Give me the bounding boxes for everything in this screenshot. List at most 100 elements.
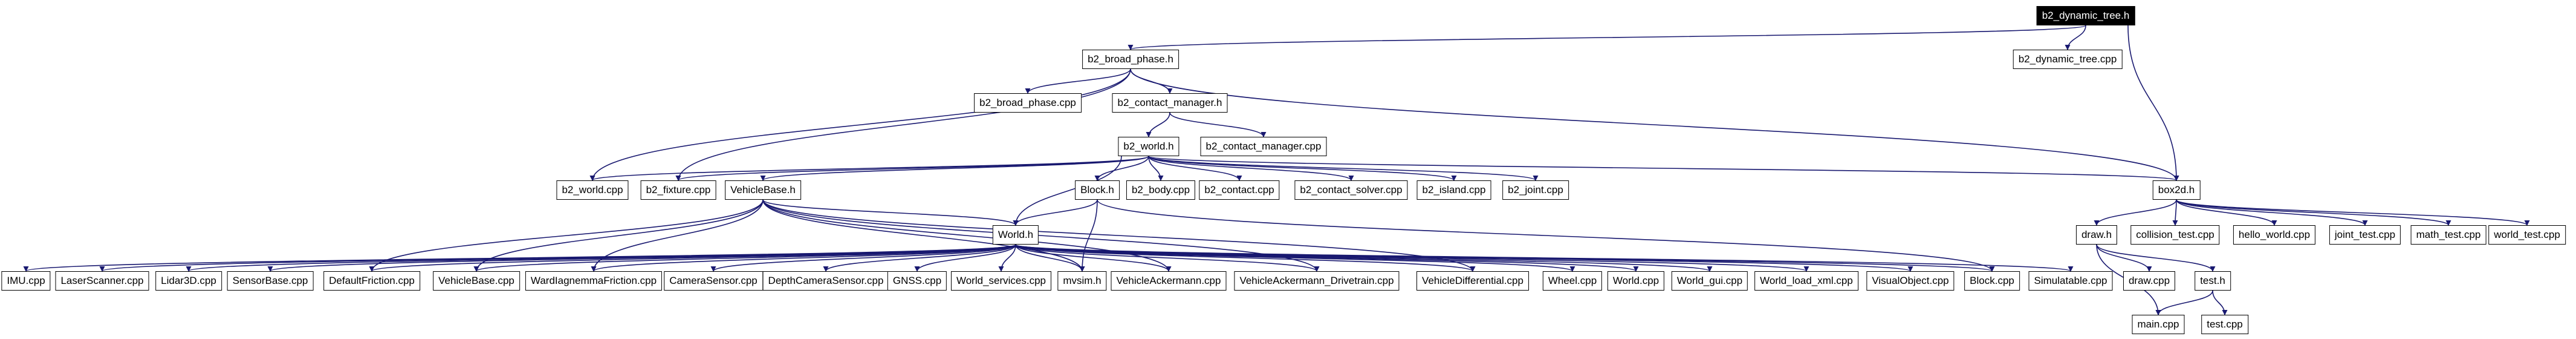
graph-node-wheel-cpp[interactable]: Wheel.cpp	[1542, 271, 1603, 291]
graph-node-b2-contact-manager-h[interactable]: b2_contact_manager.h	[1112, 93, 1228, 113]
include-edge	[591, 199, 764, 272]
graph-node-visualobject-cpp[interactable]: VisualObject.cpp	[1866, 271, 1955, 291]
include-edge	[2212, 290, 2228, 315]
include-edge	[2172, 199, 2178, 226]
include-edge	[1015, 244, 1639, 272]
include-edge	[1169, 112, 1267, 137]
include-edge	[1148, 156, 1164, 181]
graph-node-block-h[interactable]: Block.h	[1075, 180, 1120, 200]
include-edge	[473, 244, 1016, 272]
graph-node-b2-broad-phase-cpp[interactable]: b2_broad_phase.cpp	[974, 93, 1082, 113]
graph-node-depthcamerasensor-cpp[interactable]: DepthCameraSensor.cpp	[762, 271, 889, 291]
graph-node-vehicledifferential-cpp[interactable]: VehicleDifferential.cpp	[1416, 271, 1529, 291]
graph-node-world-services-cpp[interactable]: World_services.cpp	[950, 271, 1052, 291]
graph-node-b2-dynamic-tree-h[interactable]: b2_dynamic_tree.h	[2036, 6, 2135, 25]
graph-node-collision-test-cpp[interactable]: collision_test.cpp	[2130, 225, 2220, 245]
graph-node-block-cpp[interactable]: Block.cpp	[1964, 271, 2020, 291]
include-edge	[1015, 244, 1320, 272]
graph-node-imu-cpp[interactable]: IMU.cpp	[1, 271, 51, 291]
graph-node-draw-h[interactable]: draw.h	[2075, 225, 2118, 245]
graph-node-world-test-cpp[interactable]: world_test.cpp	[2488, 225, 2566, 245]
include-edge	[675, 156, 1149, 181]
include-edge	[2096, 244, 2152, 272]
graph-node-b2-fixture-cpp[interactable]: b2_fixture.cpp	[640, 180, 716, 200]
include-edge	[1148, 156, 1457, 181]
graph-node-mvsim-h[interactable]: mvsim.h	[1057, 271, 1107, 291]
graph-node-test-cpp[interactable]: test.cpp	[2201, 315, 2248, 334]
include-edge	[100, 244, 1016, 272]
include-edge	[1015, 244, 1913, 272]
include-edge	[1015, 244, 1085, 272]
graph-node-world-gui-cpp[interactable]: World_gui.cpp	[1671, 271, 1748, 291]
graph-node-defaultfriction-cpp[interactable]: DefaultFriction.cpp	[323, 271, 420, 291]
graph-node-laserscanner-cpp[interactable]: LaserScanner.cpp	[55, 271, 149, 291]
graph-node-b2-dynamic-tree-cpp[interactable]: b2_dynamic_tree.cpp	[2013, 50, 2123, 69]
graph-node-lidar3d-cpp[interactable]: Lidar3D.cpp	[155, 271, 222, 291]
include-edge	[2176, 199, 2451, 226]
include-edge	[1015, 244, 2073, 272]
include-edge	[760, 156, 1149, 181]
include-edge	[2155, 290, 2213, 315]
include-edge	[1015, 244, 1575, 272]
graph-node-camerasensor-cpp[interactable]: CameraSensor.cpp	[664, 271, 763, 291]
include-edge	[2094, 199, 2177, 226]
include-edge	[1094, 156, 1149, 181]
graph-node-box2d-h[interactable]: box2d.h	[2152, 180, 2201, 200]
graph-node-gnss-cpp[interactable]: GNSS.cpp	[887, 271, 947, 291]
include-edge	[2176, 199, 2368, 226]
graph-node-world-load-xml-cpp[interactable]: World_load_xml.cpp	[1754, 271, 1858, 291]
graph-node-main-cpp[interactable]: main.cpp	[2132, 315, 2185, 334]
graph-node-hello-world-cpp[interactable]: hello_world.cpp	[2233, 225, 2316, 245]
include-edge	[2176, 199, 2277, 226]
include-edge	[1128, 25, 2086, 50]
graph-node-b2-contact-solver-cpp[interactable]: b2_contact_solver.cpp	[1294, 180, 1408, 200]
include-edge	[589, 68, 1131, 181]
graph-node-b2-contact-cpp[interactable]: b2_contact.cpp	[1199, 180, 1280, 200]
include-edge	[369, 244, 1016, 272]
graph-node-vehicleackermann-cpp[interactable]: VehicleAckermann.cpp	[1111, 271, 1227, 291]
graph-node-vehicleackermann-drivetrain-cpp[interactable]: VehicleAckermann_Drivetrain.cpp	[1234, 271, 1400, 291]
include-edge	[1148, 156, 2179, 181]
graph-node-b2-broad-phase-h[interactable]: b2_broad_phase.h	[1082, 50, 1179, 69]
include-edge	[762, 199, 1476, 272]
include-edge	[1015, 244, 1476, 272]
graph-node-world-h[interactable]: World.h	[992, 225, 1039, 245]
include-edge	[2127, 25, 2179, 181]
graph-node-b2-world-cpp[interactable]: b2_world.cpp	[556, 180, 629, 200]
include-edge	[186, 244, 1016, 272]
include-edge	[591, 244, 1016, 272]
graph-node-b2-joint-cpp[interactable]: b2_joint.cpp	[1502, 180, 1569, 200]
graph-node-test-h[interactable]: test.h	[2195, 271, 2231, 291]
include-edge	[823, 244, 1016, 272]
include-edge	[762, 199, 1320, 272]
graph-node-wardiagnemmafriction-cpp[interactable]: WardIagnemmaFriction.cpp	[525, 271, 663, 291]
graph-node-vehiclebase-cpp[interactable]: VehicleBase.cpp	[433, 271, 520, 291]
include-edge	[998, 244, 1016, 272]
include-edge	[1079, 199, 1098, 272]
include-edge	[1015, 244, 1809, 272]
graph-node-b2-body-cpp[interactable]: b2_body.cpp	[1126, 180, 1196, 200]
include-edge	[473, 199, 764, 272]
graph-node-sensorbase-cpp[interactable]: SensorBase.cpp	[227, 271, 314, 291]
include-edge	[914, 244, 1016, 272]
include-edge	[1148, 156, 1539, 181]
include-edge	[1015, 244, 1994, 272]
include-edge	[1130, 68, 1173, 94]
graph-node-vehiclebase-h[interactable]: VehicleBase.h	[725, 180, 801, 200]
include-edge	[1130, 68, 2179, 181]
graph-node-simulatable-cpp[interactable]: Simulatable.cpp	[2028, 271, 2113, 291]
include-edge	[1015, 244, 1713, 272]
include-edge	[1097, 199, 1995, 272]
include-edge	[2176, 199, 2530, 226]
include-edge	[589, 156, 1149, 181]
include-edge	[1148, 156, 1242, 181]
graph-node-joint-test-cpp[interactable]: joint_test.cpp	[2329, 225, 2401, 245]
graph-node-b2-island-cpp[interactable]: b2_island.cpp	[1416, 180, 1491, 200]
include-edge	[1146, 112, 1170, 137]
graph-node-math-test-cpp[interactable]: math_test.cpp	[2410, 225, 2487, 245]
graph-node-b2-world-h[interactable]: b2_world.h	[1118, 137, 1179, 156]
graph-node-world-cpp[interactable]: World.cpp	[1607, 271, 1665, 291]
graph-node-b2-contact-manager-cpp[interactable]: b2_contact_manager.cpp	[1200, 137, 1327, 156]
graph-node-draw-cpp[interactable]: draw.cpp	[2123, 271, 2176, 291]
